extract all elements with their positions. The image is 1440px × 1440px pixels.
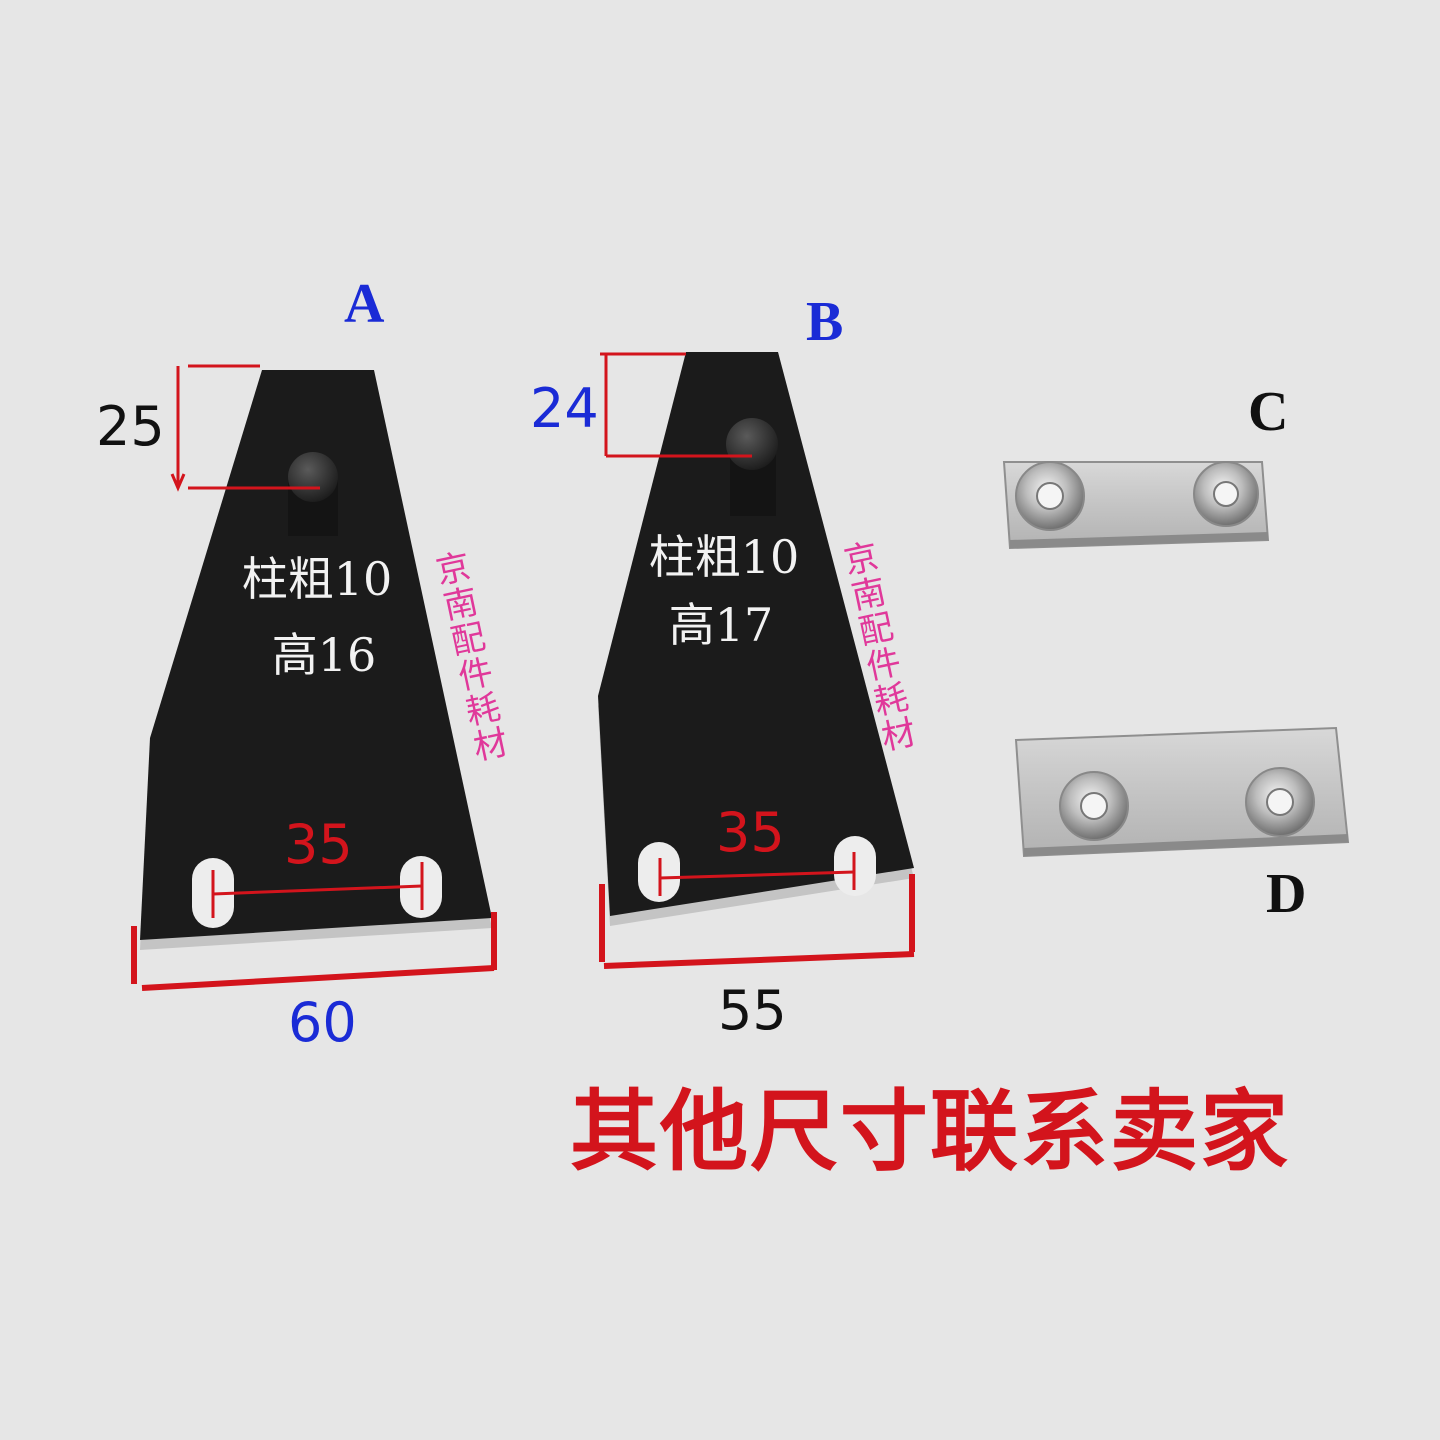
spec-a-line1: 柱粗10 — [241, 552, 393, 606]
plate-b — [598, 352, 914, 926]
plate-c — [1002, 461, 1270, 550]
spec-a-line2: 高16 — [271, 628, 377, 682]
part-label-c: C — [1248, 381, 1289, 443]
width-line-b — [603, 951, 915, 969]
dimension-a-width: 60 — [288, 991, 357, 1054]
dimension-b-top-offset: 24 — [530, 377, 599, 440]
dimension-a-hole-spacing: 35 — [284, 813, 353, 876]
plate-d — [1014, 726, 1350, 858]
width-line-a — [141, 965, 495, 991]
post-b — [726, 418, 778, 516]
spec-b-line1: 柱粗10 — [648, 530, 800, 584]
dimension-lines — [170, 352, 856, 918]
dimension-b-hole-spacing: 35 — [716, 801, 785, 864]
part-label-a: A — [344, 273, 385, 335]
dimension-b-width: 55 — [718, 979, 787, 1042]
contact-seller-note: 其他尺寸联系卖家 — [570, 1080, 1291, 1183]
plate-a — [140, 370, 492, 950]
part-label-b: B — [806, 291, 844, 353]
part-label-d: D — [1266, 863, 1307, 925]
spec-b-line2: 高17 — [668, 598, 774, 652]
post-a — [288, 452, 338, 536]
dimension-a-top-offset: 25 — [96, 395, 165, 458]
